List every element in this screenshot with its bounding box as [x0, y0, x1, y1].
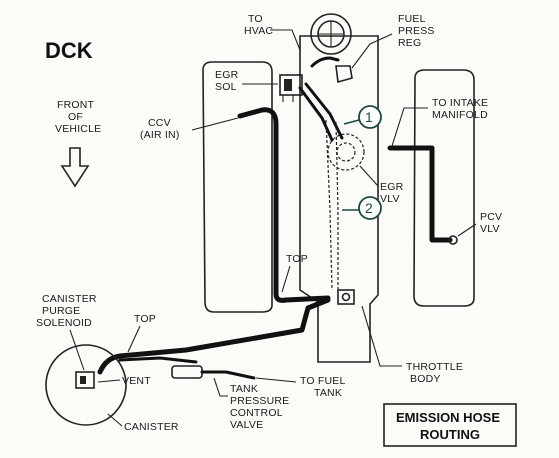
- diagram-title: DCK: [45, 38, 93, 63]
- to-hvac-label: TO HVAC: [244, 13, 273, 37]
- callout-2: 2: [342, 196, 382, 220]
- egr-vacuum-line-dashed-2: [335, 121, 339, 290]
- egr-sol-label: EGR SOL: [215, 69, 239, 93]
- throttle-body: [337, 289, 355, 305]
- svg-text:CONTROL: CONTROL: [230, 407, 283, 419]
- to-hvac-leader: [270, 29, 301, 51]
- svg-text:REG: REG: [398, 37, 421, 49]
- svg-text:BODY: BODY: [410, 373, 441, 385]
- fuel-press-reg-label: FUEL PRESS REG: [398, 13, 435, 49]
- svg-text:TANK: TANK: [314, 387, 342, 399]
- svg-text:(AIR IN): (AIR IN): [140, 129, 180, 141]
- svg-text:EGR: EGR: [215, 69, 239, 81]
- tank-pressure-label: TANK PRESSURE CONTROL VALVE: [230, 383, 289, 431]
- svg-text:CCV: CCV: [148, 117, 171, 129]
- svg-text:EGR: EGR: [380, 181, 404, 193]
- ccv-hose: [237, 107, 331, 303]
- canister-label: CANISTER: [124, 421, 179, 433]
- right-valve-cover: [413, 69, 475, 307]
- svg-text:PCV: PCV: [480, 211, 502, 223]
- top-label-upper: TOP: [286, 253, 308, 265]
- pcv-vlv-label: PCV VLV: [480, 211, 502, 235]
- svg-text:ROUTING: ROUTING: [420, 427, 480, 442]
- pcv-valve-fitting: [448, 235, 458, 245]
- svg-text:TO: TO: [248, 13, 263, 25]
- ccv-leader: [191, 117, 239, 131]
- egr-solenoid: [279, 74, 303, 102]
- svg-text:EMISSION HOSE: EMISSION HOSE: [396, 410, 500, 425]
- svg-text:FRONT: FRONT: [57, 99, 95, 111]
- svg-text:2: 2: [365, 200, 373, 216]
- canister-purge-solenoid: [75, 371, 95, 389]
- egr-vlv-label: EGR VLV: [380, 181, 404, 205]
- svg-text:FUEL: FUEL: [398, 13, 426, 25]
- tank-pressure-control-valve: [171, 365, 228, 379]
- top-lower-leader: [127, 325, 141, 353]
- to-intake-leader: [391, 107, 428, 147]
- top-label-lower: TOP: [134, 313, 156, 325]
- purge-hose: [97, 297, 331, 375]
- to-fuel-tank-leader: [255, 377, 297, 383]
- svg-text:MANIFOLD: MANIFOLD: [432, 109, 488, 121]
- throttle-body-leader: [361, 305, 402, 367]
- svg-text:OF: OF: [68, 111, 83, 123]
- fuel-regulator-fitting: [335, 65, 353, 84]
- vent-label: VENT: [122, 375, 151, 387]
- svg-text:PURGE: PURGE: [42, 305, 80, 317]
- svg-text:VLV: VLV: [480, 223, 500, 235]
- emission-hose-routing-box: EMISSION HOSE ROUTING: [383, 403, 517, 447]
- front-of-vehicle-label: FRONT OF VEHICLE: [55, 99, 101, 135]
- svg-text:1: 1: [365, 109, 373, 125]
- svg-text:SOL: SOL: [215, 81, 237, 93]
- to-fuel-tank-label: TO FUEL TANK: [300, 375, 346, 399]
- svg-text:THROTTLE: THROTTLE: [406, 361, 463, 373]
- canister-purge-label: CANISTER PURGE SOLENOID: [36, 293, 97, 329]
- ccv-label: CCV (AIR IN): [140, 117, 180, 141]
- left-valve-cover: [202, 61, 273, 313]
- tank-pressure-leader: [213, 377, 228, 397]
- svg-text:PRESSURE: PRESSURE: [230, 395, 289, 407]
- fuel-pressure-regulator: [310, 13, 352, 55]
- svg-text:PRESS: PRESS: [398, 25, 435, 37]
- egr-vacuum-hose-1: [298, 86, 334, 142]
- canister-purge-leader: [69, 329, 85, 371]
- svg-text:TO FUEL: TO FUEL: [300, 375, 346, 387]
- hvac-hose: [310, 56, 340, 68]
- vent-leader: [97, 379, 121, 383]
- canister-leader: [107, 413, 123, 427]
- callout-1: 1: [343, 105, 382, 129]
- svg-text:HVAC: HVAC: [244, 25, 273, 37]
- svg-text:SOLENOID: SOLENOID: [36, 317, 92, 329]
- top-upper-leader: [281, 265, 291, 293]
- svg-text:TO INTAKE: TO INTAKE: [432, 97, 488, 109]
- egr-valve: [327, 133, 365, 171]
- pcv-hose: [387, 145, 453, 243]
- svg-text:CANISTER: CANISTER: [42, 293, 97, 305]
- svg-text:VLV: VLV: [380, 193, 400, 205]
- vent-hose: [118, 356, 198, 364]
- throttle-body-label: THROTTLE BODY: [406, 361, 463, 385]
- svg-text:VEHICLE: VEHICLE: [55, 123, 101, 135]
- front-arrow-icon: [60, 147, 90, 188]
- pcv-vlv-leader: [457, 223, 477, 237]
- fuel-press-reg-leader: [351, 33, 393, 69]
- svg-text:VALVE: VALVE: [230, 419, 263, 431]
- canister: [45, 344, 127, 426]
- egr-vlv-leader: [359, 165, 379, 187]
- to-intake-label: TO INTAKE MANIFOLD: [432, 97, 488, 121]
- egr-vacuum-hose-2: [304, 82, 344, 140]
- svg-text:TANK: TANK: [230, 383, 258, 395]
- egr-vacuum-line-dashed: [325, 119, 333, 291]
- fuel-tank-hose: [224, 370, 256, 380]
